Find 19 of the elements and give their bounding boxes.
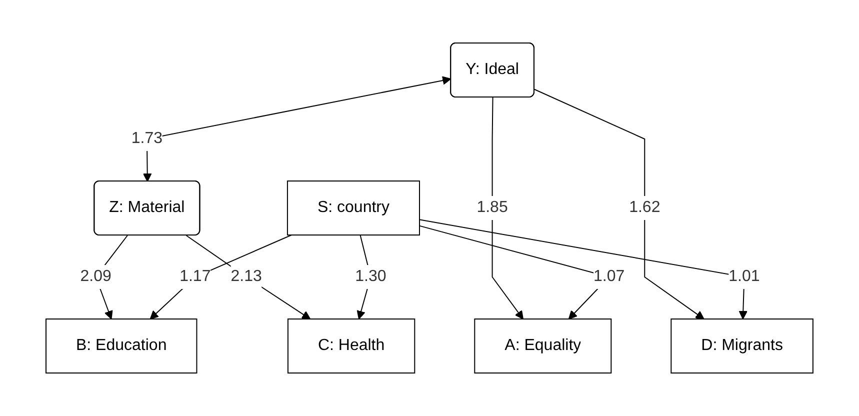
arrow bbox=[142, 76, 452, 182]
edge-label: 1.73 bbox=[131, 130, 163, 147]
node-box: A: Equality bbox=[474, 318, 612, 374]
edge-label: 1.85 bbox=[476, 199, 508, 216]
edge-label: 1.07 bbox=[594, 268, 625, 285]
arrow bbox=[492, 97, 524, 320]
node-box: B: Education bbox=[46, 318, 198, 374]
edge-label: 1.17 bbox=[180, 268, 211, 285]
node-box: D: Migrants bbox=[670, 318, 814, 374]
node-box: S: country bbox=[287, 180, 420, 236]
edge-label: 1.30 bbox=[355, 268, 386, 285]
arrow bbox=[186, 235, 311, 320]
edge-label: 2.13 bbox=[230, 268, 262, 285]
edge-label: 2.09 bbox=[80, 268, 112, 285]
arrow bbox=[150, 234, 292, 320]
node-box: C: Health bbox=[288, 318, 416, 374]
arrow bbox=[534, 88, 704, 320]
edge-label: 1.62 bbox=[629, 199, 660, 216]
edge-label: 1.01 bbox=[728, 268, 760, 285]
